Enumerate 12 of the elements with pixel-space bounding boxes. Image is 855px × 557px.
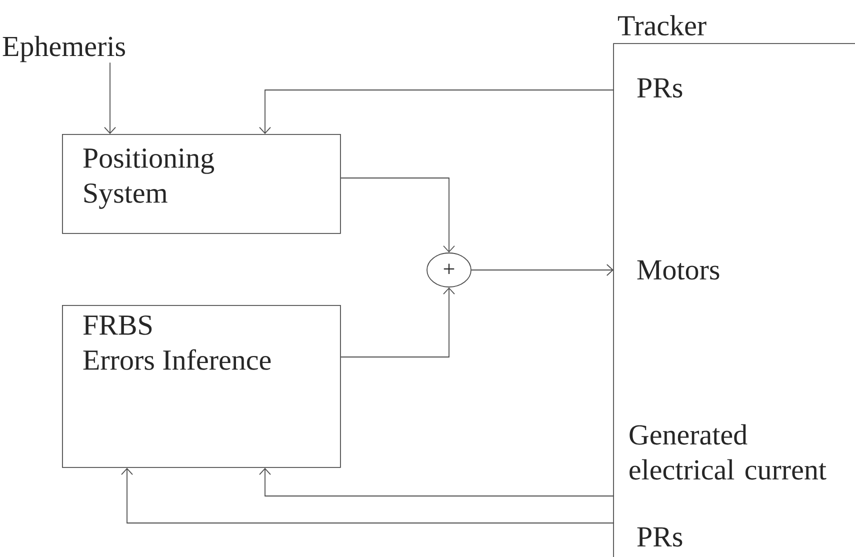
arrow <box>259 90 614 134</box>
arrow <box>340 178 455 253</box>
arrow <box>471 264 614 276</box>
process-box: Positioning System <box>62 134 341 234</box>
input-label: Ephemeris <box>2 36 125 62</box>
summing-junction: + <box>426 252 472 288</box>
tracker-block: Tracker PRs Motors Generated electrical current PRs <box>613 15 855 557</box>
arrow <box>259 468 614 496</box>
arrow <box>121 468 614 524</box>
process-box: FRBS Errors Inference <box>62 305 341 468</box>
arrow <box>340 287 455 358</box>
arrow <box>104 62 116 134</box>
